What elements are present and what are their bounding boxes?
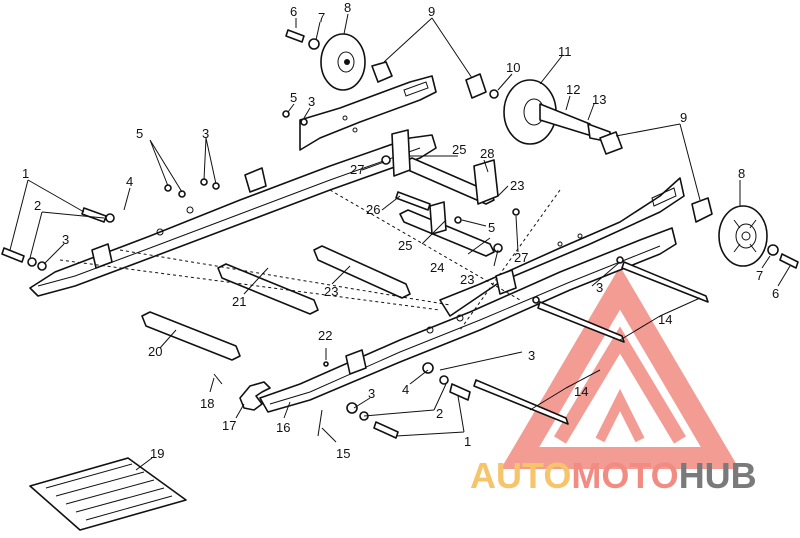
block-9a (371, 61, 393, 83)
callout-8-top: 8 (344, 0, 351, 15)
callout-1-left: 1 (22, 166, 29, 181)
callout-18: 18 (200, 396, 214, 411)
callout-3-far-left: 3 (62, 232, 69, 247)
callout-9-right: 9 (680, 110, 687, 125)
callout-14-lower: 14 (574, 384, 588, 399)
callout-23-center: 23 (460, 272, 474, 287)
callout-25-top: 25 (452, 142, 466, 157)
callout-2-left: 2 (34, 198, 41, 213)
callout-1-lower: 1 (464, 434, 471, 449)
callout-labels: 6 7 8 9 10 11 12 13 9 8 7 6 5 3 5 3 4 1 … (22, 0, 779, 461)
callout-4-left: 4 (126, 174, 133, 189)
slide-hook-17 (239, 381, 271, 411)
callout-12: 12 (566, 82, 580, 97)
callout-27-top: 27 (350, 162, 364, 177)
callout-3-mid-right: 3 (596, 280, 603, 295)
callout-6-top: 6 (290, 4, 297, 19)
callout-3-center: 3 (528, 348, 535, 363)
callout-11: 11 (558, 44, 572, 59)
callout-5-left: 5 (136, 126, 143, 141)
callout-17: 17 (222, 418, 236, 433)
callout-20: 20 (148, 344, 162, 359)
watermark: AUTOMOTOHUB (470, 266, 757, 496)
callout-28: 28 (480, 146, 494, 161)
callout-7-top: 7 (318, 10, 325, 25)
cross-shafts (59, 157, 561, 361)
callout-13: 13 (592, 92, 606, 107)
callout-23-lower: 23 (324, 284, 338, 299)
callout-10: 10 (506, 60, 520, 75)
right-rail (259, 177, 685, 413)
svg-text:AUTOMOTOHUB: AUTOMOTOHUB (470, 455, 757, 496)
callout-23-top: 23 (510, 178, 524, 193)
callout-16: 16 (276, 420, 290, 435)
callout-3-left: 3 (202, 126, 209, 141)
idler-wheel-lower-right (718, 205, 768, 267)
callout-19: 19 (150, 446, 164, 461)
callout-6-right: 6 (772, 286, 779, 301)
idler-wheel-11 (503, 79, 611, 145)
callout-4-center: 4 (402, 382, 409, 397)
callout-8-right: 8 (738, 166, 745, 181)
callout-3-small: 3 (308, 94, 315, 109)
skid-plate-19 (29, 457, 187, 531)
block-9d (691, 197, 713, 223)
callout-24: 24 (430, 260, 444, 275)
callout-22: 22 (318, 328, 332, 343)
block-9c (599, 131, 623, 155)
callout-5-center: 5 (488, 220, 495, 235)
watermark-hub: HUB (679, 455, 757, 496)
idler-wheel-upper-left (320, 33, 366, 91)
watermark-auto: AUTO (470, 455, 571, 496)
callout-7-right: 7 (756, 268, 763, 283)
block-9b (465, 73, 487, 99)
callout-9-top: 9 (428, 4, 435, 19)
callout-3-lower: 3 (368, 386, 375, 401)
callout-26: 26 (366, 202, 380, 217)
leader-lines (9, 13, 791, 471)
long-bolts-14 (473, 261, 709, 425)
callout-25-center: 25 (398, 238, 412, 253)
callout-2-lower: 2 (436, 406, 443, 421)
callout-14-upper: 14 (658, 312, 672, 327)
callout-15: 15 (336, 446, 350, 461)
callout-21: 21 (232, 294, 246, 309)
left-rail (29, 75, 437, 297)
callout-27-center: 27 (514, 250, 528, 265)
watermark-moto: MOTO (571, 455, 678, 496)
callout-5-small: 5 (290, 90, 297, 105)
